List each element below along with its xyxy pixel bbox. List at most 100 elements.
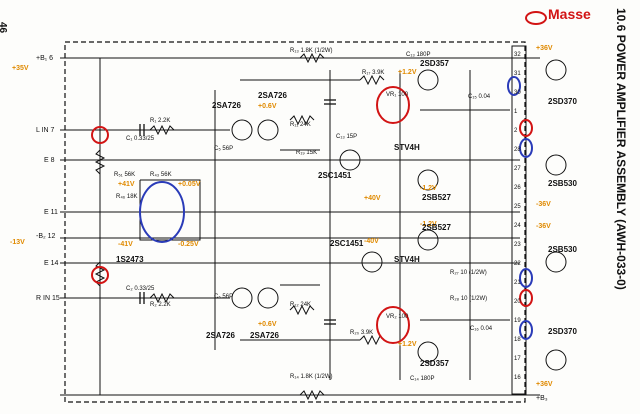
part-label-s4: R₁ 2.2K [150, 118, 170, 124]
component-label-c15: 2SA726 [250, 331, 279, 340]
component-label-c13: 2SB530 [548, 245, 577, 254]
terminal-label-t6: E 14 [44, 260, 59, 267]
part-label-s8: C₁₃ 15P [336, 134, 357, 140]
terminal-label-t4: E 11 [44, 209, 58, 216]
connector-pin-24: 24 [514, 223, 521, 229]
connector-strip [511, 45, 527, 395]
component-label-c5: 2SD357 [420, 59, 449, 68]
connector-pin-32: 32 [514, 52, 521, 58]
component-label-c3: 2SC1451 [318, 171, 352, 180]
transistor-q2 [231, 287, 253, 309]
component-label-c9: 1S2473 [116, 255, 144, 264]
blue-circle-trimmer-pair [139, 181, 185, 243]
component-label-c4: STV4H [394, 143, 420, 152]
part-label-s16: R₂ 2.2K [150, 302, 171, 308]
red-circle-input-r [91, 266, 109, 284]
part-label-s6: R₁₁ 24K [290, 122, 311, 128]
part-label-s13: R₄₃ 56K [150, 172, 172, 178]
component-label-c12: 2SB527 [422, 223, 451, 232]
voltage-label-v6: +41V [118, 181, 135, 188]
part-label-s14: R₄₆ 18K [116, 194, 138, 200]
part-label-s2: R₁₇ 3.9K [362, 70, 384, 76]
voltage-label-v13: +1.2V [398, 341, 417, 348]
connector-pin-30: 30 [514, 90, 521, 96]
component-label-c11: STV4H [394, 255, 420, 264]
transistor-q8 [417, 229, 439, 251]
component-label-c10: 2SC1451 [330, 239, 364, 248]
part-label-s9: C₁₃ 180P [406, 52, 430, 58]
part-label-s23: R₂₈ 10 (1/2W) [450, 296, 487, 302]
page-title: 10.6 POWER AMPLIFIER ASSEMBLY (AWH-033-0… [614, 8, 628, 290]
part-label-s22: VR₂ 100 [386, 314, 409, 320]
component-label-c17: 2SD370 [548, 327, 577, 336]
blue-circle-pin-28 [519, 138, 533, 158]
component-label-c8: 2SB530 [548, 179, 577, 188]
voltage-label-v4: +1.2V [398, 69, 417, 76]
connector-pin-22: 22 [514, 261, 521, 267]
voltage-label-v17: -36V [536, 223, 551, 230]
part-label-s11: VR₁ 100 [386, 92, 409, 98]
voltage-label-v2: -13V [10, 239, 25, 246]
voltage-label-v9: -0.25V [178, 241, 199, 248]
voltage-label-v18: +36V [536, 381, 553, 388]
label-layer: +35V-13V+0.6V+1.2V-1.2V+41V-41V+0.05V-0.… [10, 45, 577, 402]
connector-pin-17: 17 [514, 356, 521, 362]
connector-pin-26: 26 [514, 185, 521, 191]
terminal-label-t2: L IN 7 [36, 127, 55, 134]
transistor-q1 [231, 119, 253, 141]
connector-pin-28: 28 [514, 147, 521, 153]
blue-circle-pin-18 [519, 320, 533, 340]
blue-annotations [139, 76, 533, 340]
component-label-c2: 2SA726 [258, 91, 287, 100]
terminal-label-t7: R IN 15 [36, 295, 60, 302]
terminal-label-t3: E 8 [44, 157, 55, 164]
masse-legend-label: Masse [548, 6, 591, 22]
connector-pin-31: 31 [514, 71, 521, 77]
transistor-q10 [417, 341, 439, 363]
blue-circle-pin-20 [519, 268, 533, 288]
connector-pin-25: 25 [514, 204, 521, 210]
transistor-q13 [545, 154, 567, 176]
part-label-s24: R₂₇ 10 (1/2W) [450, 270, 487, 276]
voltage-label-v3: +0.6V [258, 103, 277, 110]
transistor-q4 [257, 287, 279, 309]
capacitors [139, 99, 336, 325]
voltage-label-v1: +35V [12, 65, 29, 72]
part-label-s19: R₂₀ 3.9K [350, 330, 373, 336]
transistor-q14 [545, 349, 567, 371]
part-label-s20: R₁₄ 1.8K (1/2W) [290, 374, 332, 380]
red-circle-vr2 [376, 306, 410, 344]
title-strip: 10.6 POWER AMPLIFIER ASSEMBLY (AWH-033-0… [598, 8, 638, 408]
component-label-c14: 2SA726 [206, 331, 235, 340]
voltage-label-v11: -40V [364, 238, 379, 245]
part-label-s15: C₂ 0.33/25 [126, 286, 155, 292]
part-label-s7: R₁₉ 15K [296, 150, 317, 156]
transistors [231, 59, 567, 371]
transistor-q3 [257, 119, 279, 141]
masse-legend-marker [525, 11, 547, 25]
connector-pin-2: 2 [514, 128, 518, 134]
connector-pin-18: 18 [514, 337, 521, 343]
connector-pin-21: 21 [514, 280, 521, 286]
transistor-q6 [361, 251, 383, 273]
voltage-label-v5: -1.2V [420, 185, 437, 192]
voltage-label-v12: +0.6V [258, 321, 277, 328]
connector-pin-19: 19 [514, 318, 521, 324]
terminal-label-t8: +B₃ [536, 395, 548, 402]
transistor-q9 [417, 169, 439, 191]
voltage-label-v16: -36V [536, 201, 551, 208]
terminal-label-t1: +B₁ 6 [36, 55, 53, 62]
board-outline [64, 41, 526, 403]
red-circle-out-r [519, 289, 533, 307]
part-label-s10: C₁₅ 0.04 [468, 94, 491, 100]
voltage-label-v15: +36V [536, 45, 553, 52]
part-label-s18: R₁₂ 24K [290, 302, 311, 308]
voltage-label-v10: +40V [364, 195, 381, 202]
connector-pin-20: 20 [514, 299, 521, 305]
blue-circle-pin-30 [507, 76, 521, 96]
transistor-q5 [339, 149, 361, 171]
part-label-s25: C₁₆ 0.04 [470, 326, 493, 332]
component-label-c6: 2SB527 [422, 193, 451, 202]
voltage-label-v7: -41V [118, 241, 133, 248]
